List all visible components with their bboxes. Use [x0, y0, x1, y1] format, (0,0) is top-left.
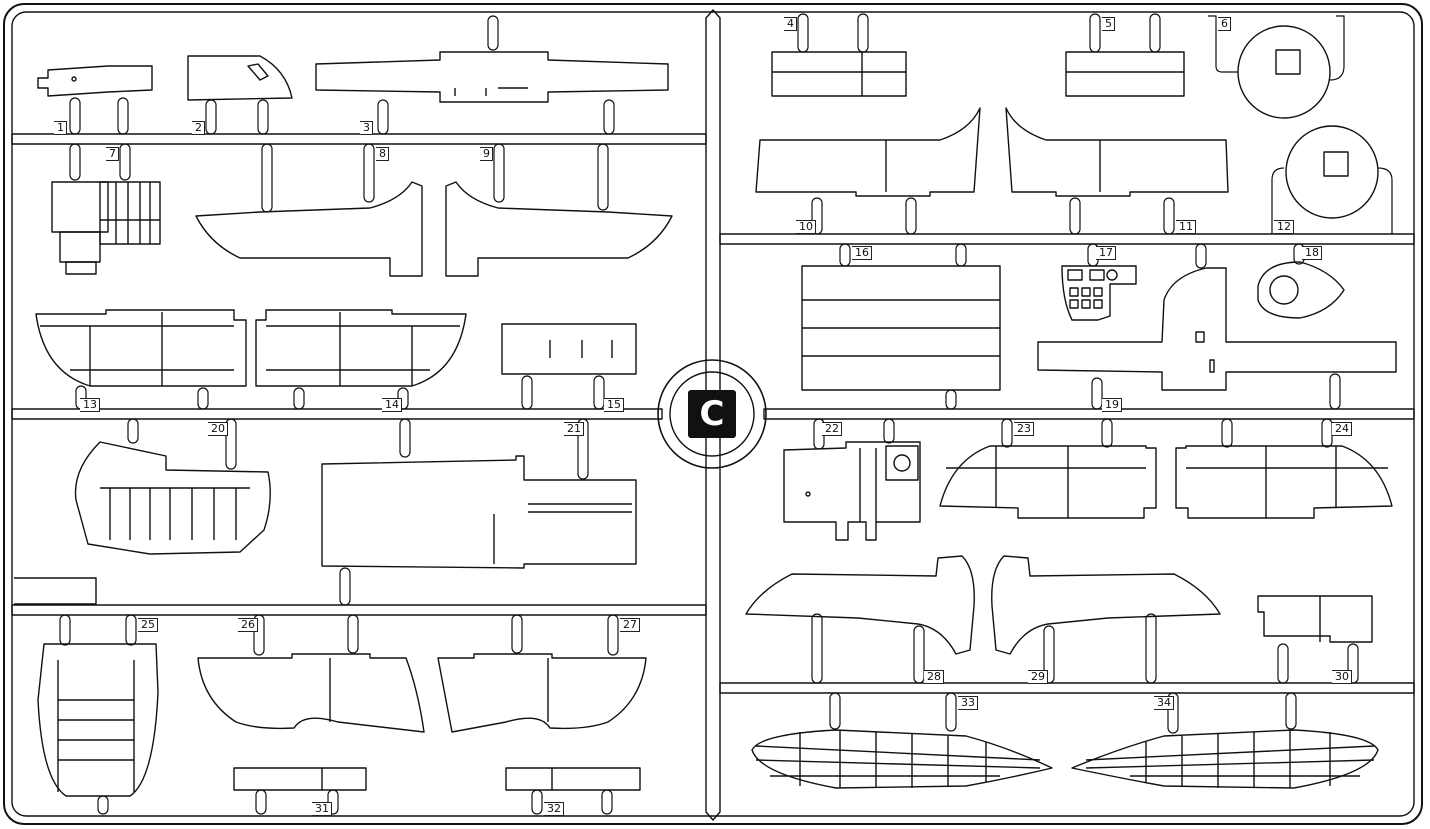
runner-right-1	[719, 233, 1415, 245]
part-26	[197, 653, 425, 733]
part-25	[37, 643, 159, 797]
part-number-label: 19	[1102, 398, 1122, 412]
part-32	[505, 767, 641, 791]
part-number-label: 18	[1302, 246, 1322, 260]
part-number-label: 9	[480, 147, 493, 161]
part-19	[1037, 267, 1397, 391]
part-number-label: 1	[54, 121, 67, 135]
part-23	[939, 445, 1157, 519]
part-7	[51, 181, 161, 275]
part-number-label: 11	[1176, 220, 1196, 234]
sprue-outer-frame	[3, 3, 1423, 825]
part-9	[445, 181, 673, 277]
part-number-label: 7	[106, 147, 119, 161]
part-number-label: 5	[1102, 17, 1115, 31]
runner-left-1	[11, 133, 707, 145]
part-21	[321, 455, 637, 569]
part-number-label: 10	[796, 220, 816, 234]
part-number-label: 30	[1332, 670, 1352, 684]
part-number-label: 14	[382, 398, 402, 412]
part-17	[1061, 265, 1137, 321]
part-15	[501, 323, 637, 375]
part-3	[315, 51, 669, 103]
part-number-label: 24	[1332, 422, 1352, 436]
part-number-label: 8	[376, 147, 389, 161]
part-18	[1257, 261, 1345, 319]
part-28	[745, 555, 975, 655]
part-number-label: 6	[1218, 17, 1231, 31]
part-number-label: 20	[208, 422, 228, 436]
sprue-tab	[14, 577, 97, 605]
part-number-label: 22	[822, 422, 842, 436]
part-number-label: 21	[564, 422, 584, 436]
part-10	[755, 107, 981, 197]
part-number-label: 16	[852, 246, 872, 260]
part-number-label: 3	[360, 121, 373, 135]
part-number-label: 32	[544, 802, 564, 816]
part-number-label: 26	[238, 618, 258, 632]
part-5	[1065, 51, 1185, 97]
part-4	[771, 51, 907, 97]
part-31	[233, 767, 367, 791]
part-number-label: 23	[1014, 422, 1034, 436]
hub-inner	[669, 371, 755, 457]
part-30	[1257, 595, 1373, 643]
part-1	[37, 65, 153, 97]
part-29	[991, 555, 1221, 655]
part-number-label: 12	[1274, 220, 1294, 234]
part-number-label: 29	[1028, 670, 1048, 684]
part-number-label: 13	[80, 398, 100, 412]
runner-right-3	[719, 682, 1415, 694]
part-number-label: 33	[958, 696, 978, 710]
part-number-label: 34	[1154, 696, 1174, 710]
part-number-label: 17	[1096, 246, 1116, 260]
part-number-label: 25	[138, 618, 158, 632]
part-6	[1237, 25, 1331, 119]
part-11	[1005, 107, 1229, 197]
hub-outer	[657, 359, 767, 469]
part-27	[437, 653, 647, 733]
part-22	[783, 441, 921, 541]
part-13	[35, 309, 247, 387]
part-2	[187, 55, 293, 101]
part-20	[74, 441, 271, 555]
part-8	[195, 181, 423, 277]
part-number-label: 15	[604, 398, 624, 412]
runner-left-2	[11, 408, 663, 420]
runner-right-2	[763, 408, 1415, 420]
part-number-label: 31	[312, 802, 332, 816]
part-number-label: 2	[192, 121, 205, 135]
central-runner	[705, 9, 721, 821]
part-12	[1285, 125, 1379, 219]
part-number-label: 28	[924, 670, 944, 684]
runner-left-3	[11, 604, 707, 616]
part-number-label: 4	[784, 17, 797, 31]
part-24	[1175, 445, 1393, 519]
sprue-letter-badge: C	[688, 390, 736, 438]
part-14	[255, 309, 467, 387]
part-number-label: 27	[620, 618, 640, 632]
